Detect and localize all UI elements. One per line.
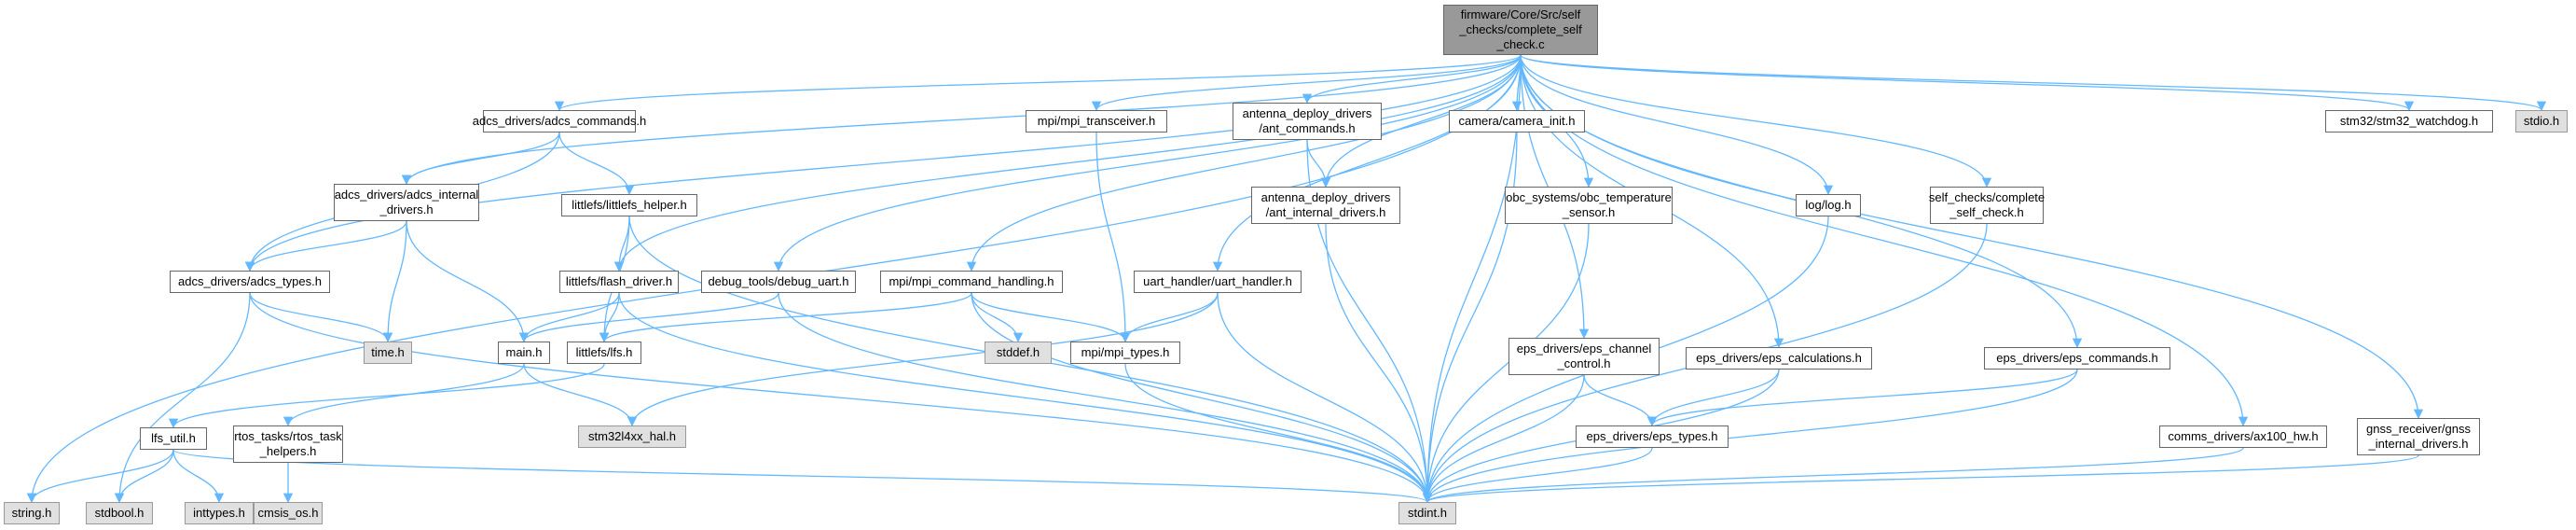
edge-adcs_commands-to-littlefs_helper <box>558 132 635 196</box>
edge-root-to-watchdog <box>1520 54 2414 112</box>
node-littlefs-helper[interactable]: littlefs/littlefs_helper.h <box>561 194 697 216</box>
node-mpi-types[interactable]: mpi/mpi_types.h <box>1070 342 1180 364</box>
node-obc-temperature-sensor[interactable]: obc_systems/obc_temperature _sensor.h <box>1505 187 1673 224</box>
node-ant-internal-drivers[interactable]: antenna_deploy_drivers /ant_internal_dri… <box>1251 187 1400 224</box>
edge-flash_driver-to-stdint <box>618 292 1433 504</box>
edge-root-to-flash_driver <box>613 54 1522 272</box>
node-time: time.h <box>364 342 412 364</box>
node-rtos-task-helpers[interactable]: rtos_tasks/rtos_task _helpers.h <box>233 425 343 463</box>
node-eps-commands[interactable]: eps_drivers/eps_commands.h <box>1984 347 2170 370</box>
edge-debug_uart-to-stdint <box>778 292 1433 504</box>
edge-ant_internal-to-stdint <box>1325 223 1433 504</box>
node-stm32-watchdog[interactable]: stm32/stm32_watchdog.h <box>2325 110 2493 132</box>
edge-mpi_command-to-lfs <box>599 292 972 343</box>
edge-eps_commands-to-eps_types <box>1646 369 2078 427</box>
edge-root-to-stdio <box>1520 54 2546 112</box>
edge-uart_handler-to-mpi_types <box>1120 292 1219 343</box>
node-eps-calculations[interactable]: eps_drivers/eps_calculations.h <box>1686 347 1872 370</box>
edge-eps_channel-to-stdint <box>1422 374 1585 504</box>
edge-mpi_transceiver-to-mpi_types <box>1095 132 1131 343</box>
edge-lfs_util-to-inttypes <box>172 449 225 504</box>
node-inttypes: inttypes.h <box>185 502 254 524</box>
edge-root-to-mpi_transceiver <box>1091 54 1522 112</box>
edge-root-to-adcs_types <box>244 54 1522 272</box>
edge-lfs_util-to-stdbool <box>114 449 174 504</box>
edge-lfs_util-to-string <box>26 449 174 504</box>
node-stdint: stdint.h <box>1398 502 1456 524</box>
edge-mpi_command-to-stddef <box>971 292 1024 343</box>
node-gnss-internal-drivers[interactable]: gnss_receiver/gnss _internal_drivers.h <box>2357 418 2480 455</box>
edge-uart_handler-to-stdint <box>1217 292 1433 504</box>
node-stdbool: stdbool.h <box>86 502 153 524</box>
edge-root-to-debug_uart <box>773 54 1522 272</box>
edge-lfs_util-to-stdint <box>172 449 1432 504</box>
node-adcs-commands[interactable]: adcs_drivers/adcs_commands.h <box>473 110 646 132</box>
node-string: string.h <box>4 502 60 524</box>
edge-adcs_types-to-stdint <box>249 292 1433 504</box>
node-camera-init[interactable]: camera/camera_init.h <box>1449 110 1585 132</box>
edge-eps_types-to-stdint <box>1422 447 1653 504</box>
node-ant-commands[interactable]: antenna_deploy_drivers /ant_commands.h <box>1233 103 1382 140</box>
node-adcs-internal-drivers[interactable]: adcs_drivers/adcs_internal _drivers.h <box>334 184 479 221</box>
edge-obc_temp-to-stdint <box>1422 223 1590 504</box>
edge-root-to-self_check_h <box>1520 54 1992 188</box>
edge-adcs_internal-to-adcs_types <box>244 220 407 272</box>
edge-gnss-to-stdint <box>1423 454 2419 504</box>
edge-adcs_commands-to-adcs_internal <box>401 132 560 186</box>
node-uart-handler[interactable]: uart_handler/uart_handler.h <box>1134 271 1302 293</box>
edge-root-to-stdint <box>1422 54 1522 504</box>
node-lfs-util[interactable]: lfs_util.h <box>140 427 207 450</box>
edge-debug_uart-to-main <box>518 292 779 343</box>
edge-ax100-to-stdint <box>1423 447 2244 504</box>
node-eps-channel-control[interactable]: eps_drivers/eps_channel _control.h <box>1508 338 1660 375</box>
edge-eps_calculations-to-eps_types <box>1646 369 1780 427</box>
edge-uart_handler-to-stm32l4xx_hal <box>627 292 1219 427</box>
node-lfs[interactable]: littlefs/lfs.h <box>567 342 641 364</box>
edge-adcs_types-to-time <box>249 292 393 343</box>
edge-root-to-adcs_commands <box>555 54 1522 112</box>
node-ax100-hw[interactable]: comms_drivers/ax100_hw.h <box>2159 425 2327 448</box>
node-adcs-types[interactable]: adcs_drivers/adcs_types.h <box>170 271 330 293</box>
edge-root-to-ant_commands <box>1302 54 1522 105</box>
node-stdio: stdio.h <box>2515 110 2568 132</box>
edge-main-to-stm32l4xx_hal <box>523 363 638 427</box>
node-mpi-command-handling[interactable]: mpi/mpi_command_handling.h <box>880 271 1063 293</box>
edge-camera_init-to-stdint <box>1422 132 1518 504</box>
edge-eps_channel-to-eps_types <box>1583 374 1658 427</box>
edge-root-to-uart_handler <box>1212 54 1522 272</box>
edge-main-to-rtos_helpers <box>282 363 525 427</box>
edge-adcs_internal-to-main <box>406 220 530 343</box>
edge-root-to-adcs_internal <box>401 54 1522 186</box>
edge-eps_commands-to-stdint <box>1422 369 2078 504</box>
edge-mpi_types-to-stdint <box>1124 363 1433 504</box>
root-file-node: firmware/Core/Src/self _checks/complete_… <box>1443 5 1598 55</box>
node-main[interactable]: main.h <box>498 342 550 364</box>
node-stm32l4xx-hal: stm32l4xx_hal.h <box>578 425 686 448</box>
node-debug-uart[interactable]: debug_tools/debug_uart.h <box>701 271 856 293</box>
edge-root-to-log <box>1520 54 1834 196</box>
edge-adcs_internal-to-time <box>382 220 407 343</box>
edge-lfs-to-lfs_util <box>168 363 605 429</box>
edge-mpi_command-to-stdint <box>971 292 1433 504</box>
node-complete-self-check-header[interactable]: self_checks/complete _self_check.h <box>1929 187 2045 224</box>
edge-root-to-mpi_command <box>966 54 1522 272</box>
node-cmsis-os: cmsis_os.h <box>254 502 323 524</box>
node-flash-driver[interactable]: littlefs/flash_driver.h <box>559 271 679 293</box>
edge-adcs_types-to-stdbool <box>114 292 251 504</box>
node-stddef: stddef.h <box>985 342 1052 364</box>
node-log[interactable]: log/log.h <box>1796 194 1861 216</box>
node-mpi-transceiver[interactable]: mpi/mpi_transceiver.h <box>1026 110 1167 132</box>
node-eps-types[interactable]: eps_drivers/eps_types.h <box>1576 425 1729 448</box>
edge-root-to-ant_internal <box>1320 54 1522 188</box>
